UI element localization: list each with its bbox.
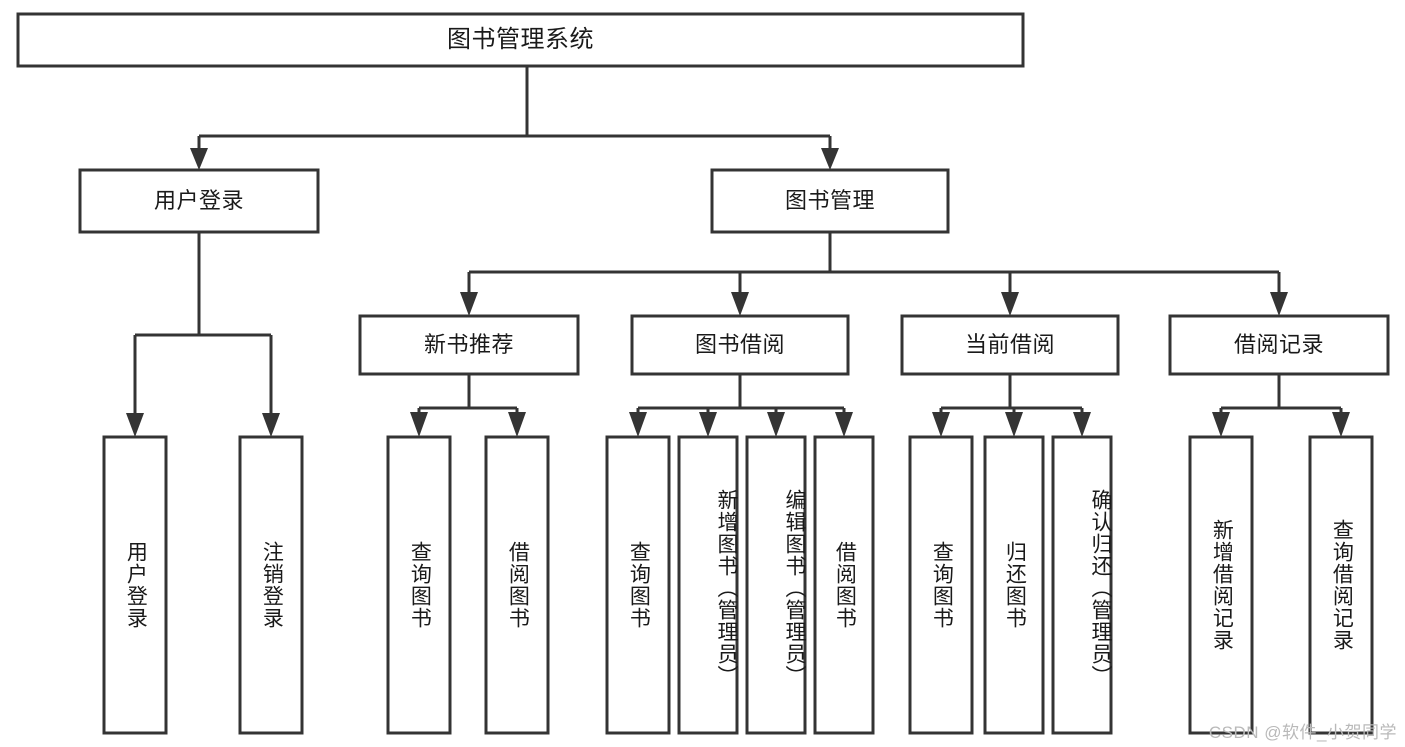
node-box-current-borrow[interactable] bbox=[900, 314, 1120, 376]
node-box-borrow-record[interactable] bbox=[1168, 314, 1390, 376]
arrow-head-leaf-add-record bbox=[1212, 412, 1230, 437]
edge-group-current-borrow-to-leaves bbox=[932, 374, 1091, 437]
arrow-head-book-manage bbox=[821, 148, 839, 170]
edge-group-user-login-to-leaves bbox=[126, 232, 280, 437]
node-box-root[interactable] bbox=[16, 12, 1025, 68]
arrow-head-leaf-borrow-book-2 bbox=[835, 412, 853, 437]
arrow-head-book-borrow bbox=[731, 292, 749, 316]
node-box-leaf-query-book-1[interactable] bbox=[386, 435, 452, 735]
node-box-new-book-recommend[interactable] bbox=[358, 314, 580, 376]
node-box-leaf-borrow-book-2[interactable] bbox=[813, 435, 875, 735]
edge-group-root-to-level2 bbox=[190, 66, 839, 170]
node-box-leaf-add-record[interactable] bbox=[1188, 435, 1254, 735]
edge-group-borrow-record-to-leaves bbox=[1212, 374, 1350, 437]
arrow-head-leaf-confirm-return bbox=[1073, 412, 1091, 437]
arrow-head-user-login bbox=[190, 148, 208, 170]
node-box-leaf-query-book-2[interactable] bbox=[605, 435, 671, 735]
edge-group-book-manage-to-level3 bbox=[460, 232, 1288, 316]
arrow-head-leaf-query-book-1 bbox=[410, 412, 428, 437]
edge-group-new-book-recommend-to-leaves bbox=[410, 374, 526, 437]
arrow-head-leaf-return-book bbox=[1005, 412, 1023, 437]
node-box-leaf-return-book[interactable] bbox=[983, 435, 1045, 735]
arrow-head-leaf-query-book-3 bbox=[932, 412, 950, 437]
node-box-leaf-borrow-book-1[interactable] bbox=[484, 435, 550, 735]
arrow-head-leaf-user-login bbox=[126, 413, 144, 437]
arrow-head-leaf-query-record bbox=[1332, 412, 1350, 437]
arrow-head-borrow-record bbox=[1270, 292, 1288, 316]
arrow-head-current-borrow bbox=[1001, 292, 1019, 316]
arrow-head-leaf-borrow-book-1 bbox=[508, 412, 526, 437]
node-box-book-manage[interactable] bbox=[710, 168, 950, 234]
node-box-leaf-user-logout[interactable] bbox=[238, 435, 304, 735]
arrow-head-leaf-add-book bbox=[699, 412, 717, 437]
node-box-leaf-query-record[interactable] bbox=[1308, 435, 1374, 735]
edge-group-book-borrow-to-leaves bbox=[629, 374, 853, 437]
arrow-head-leaf-user-logout bbox=[262, 413, 280, 437]
node-box-leaf-user-login[interactable] bbox=[102, 435, 168, 735]
node-box-leaf-add-book[interactable] bbox=[677, 435, 739, 735]
node-box-leaf-confirm-return[interactable] bbox=[1051, 435, 1113, 735]
arrow-head-new-book-recommend bbox=[460, 292, 478, 316]
node-box-leaf-edit-book[interactable] bbox=[745, 435, 807, 735]
node-box-book-borrow[interactable] bbox=[630, 314, 850, 376]
node-box-user-login[interactable] bbox=[78, 168, 320, 234]
arrow-head-leaf-edit-book bbox=[767, 412, 785, 437]
node-box-leaf-query-book-3[interactable] bbox=[908, 435, 974, 735]
arrow-head-leaf-query-book-2 bbox=[629, 412, 647, 437]
